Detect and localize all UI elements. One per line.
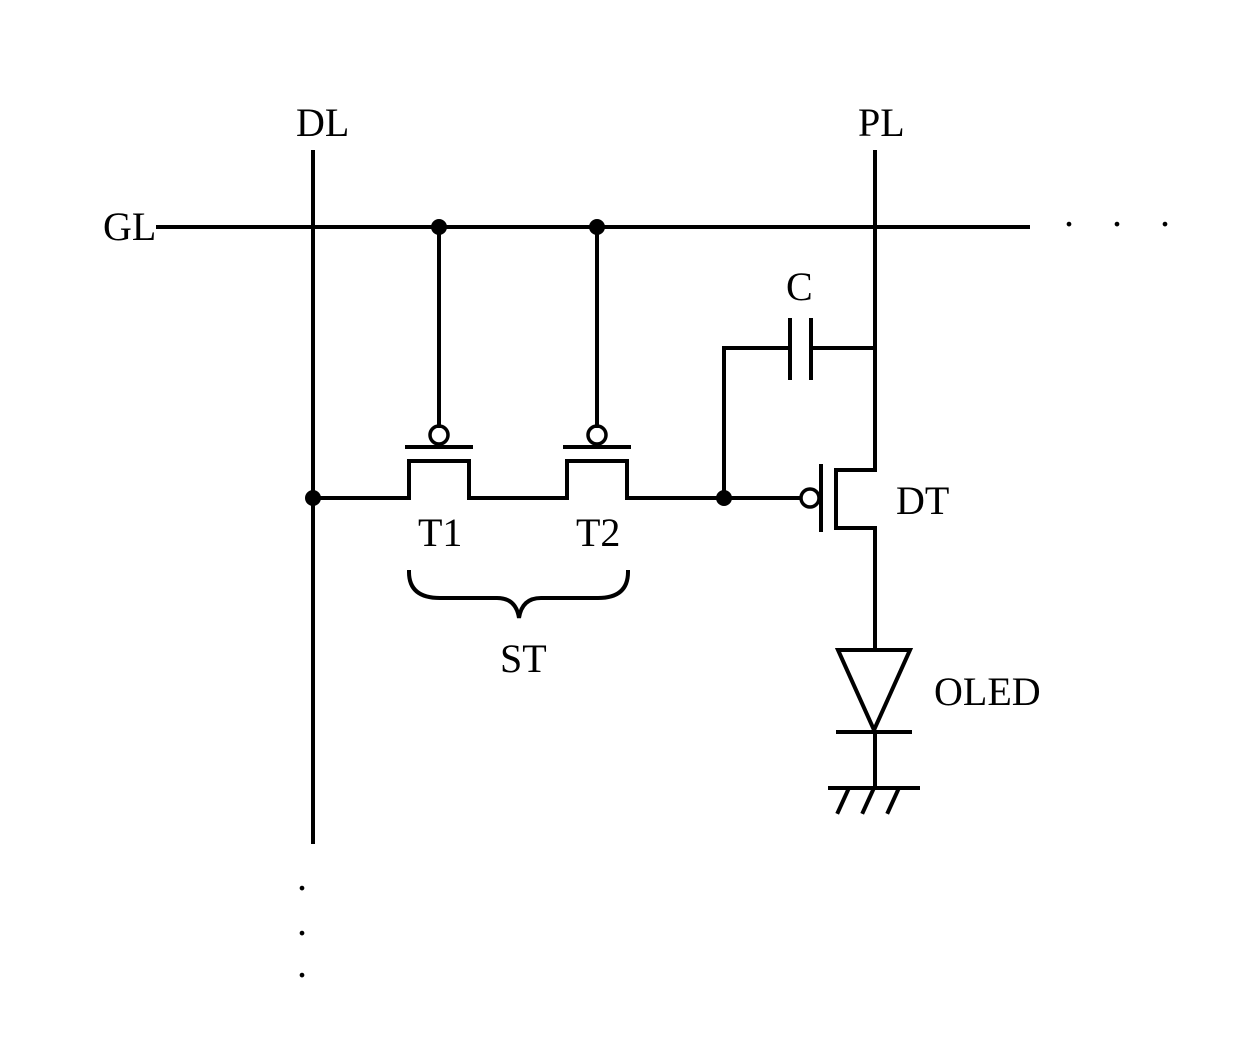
oled-label: OLED <box>934 669 1041 714</box>
st-label: ST <box>500 636 547 681</box>
vertical-continuation-2: . <box>297 899 307 944</box>
st-brace <box>409 572 628 618</box>
data-junction <box>305 490 321 506</box>
dt-label: DT <box>896 478 949 523</box>
horizontal-continuation: . . . <box>1064 190 1184 235</box>
t2-label: T2 <box>576 510 620 555</box>
ground-symbol <box>830 788 918 812</box>
transistor-t2 <box>565 426 724 498</box>
oled-diode <box>838 650 910 788</box>
driving-transistor <box>724 466 875 650</box>
c-label: C <box>786 264 813 309</box>
t1-label: T1 <box>418 510 462 555</box>
vertical-continuation-1: . <box>297 854 307 899</box>
transistor-t1 <box>313 426 567 498</box>
dl-label: DL <box>296 100 349 145</box>
gl-label: GL <box>103 204 156 249</box>
pl-label: PL <box>858 100 905 145</box>
vertical-continuation-3: . <box>297 941 307 986</box>
